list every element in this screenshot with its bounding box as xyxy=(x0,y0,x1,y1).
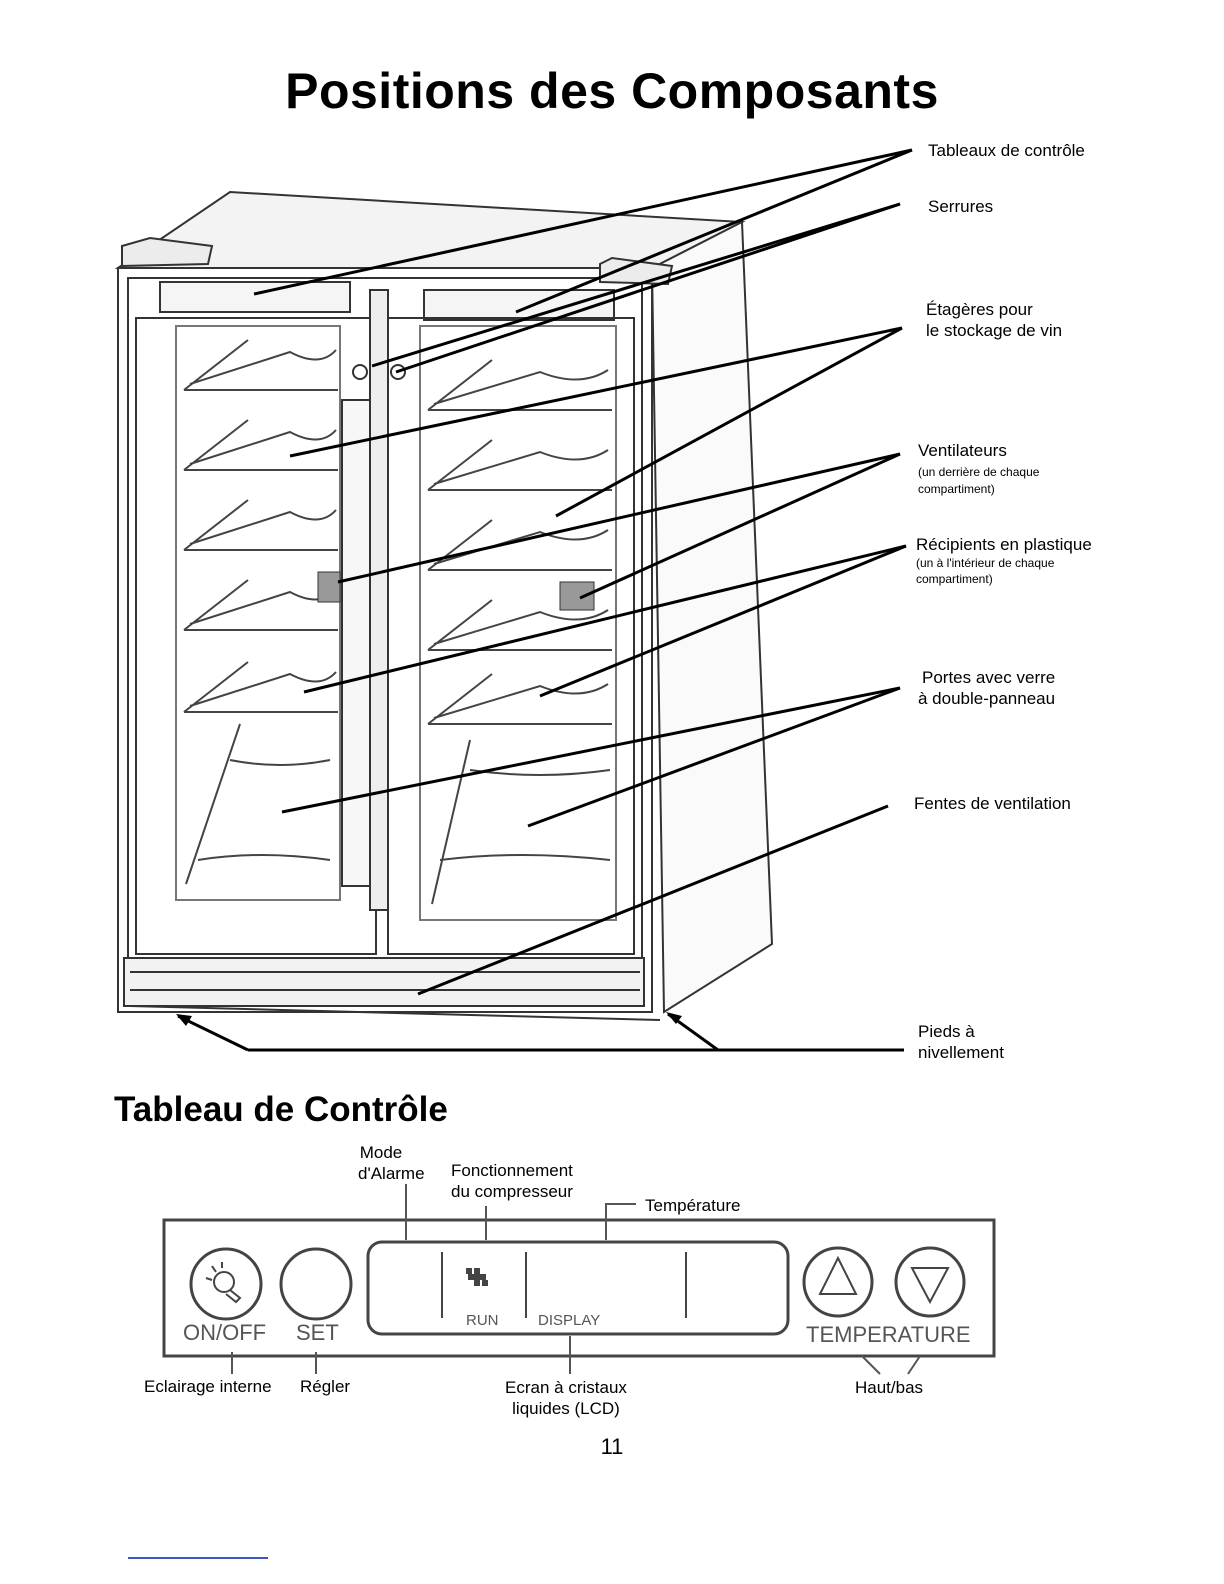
run-indicator: RUN xyxy=(466,1312,499,1329)
callout-alarm-1: Mode xyxy=(359,1143,403,1162)
callout-alarm-2: d'Alarme xyxy=(358,1164,425,1183)
callout-set: Régler xyxy=(300,1377,351,1396)
callout-shelves-1: Étagères pour xyxy=(926,300,1033,319)
onoff-button: ON/OFF xyxy=(183,1320,267,1345)
callout-doors-1: Portes avec verre xyxy=(922,668,1056,687)
callout-compressor-1: Fonctionnement xyxy=(451,1161,573,1180)
set-button: SET xyxy=(296,1320,339,1345)
page-title: Positions des Composants xyxy=(285,63,939,119)
callout-temperature: Température xyxy=(645,1196,741,1215)
callout-control-panels: Tableaux de contrôle xyxy=(928,141,1085,160)
callout-locks: Serrures xyxy=(928,197,994,216)
fan-icon xyxy=(466,1268,488,1286)
temperature-buttons-label: TEMPERATURE xyxy=(806,1322,971,1347)
display-indicator: DISPLAY xyxy=(538,1312,601,1329)
callout-containers-note-1: (un à l'intérieur de chaque xyxy=(916,556,1055,570)
callout-fans-note-1: (un derrière de chaque xyxy=(918,465,1040,479)
light-bulb-icon xyxy=(205,1262,242,1304)
section-title: Tableau de Contrôle xyxy=(114,1090,448,1129)
callout-compressor-2: du compresseur xyxy=(451,1182,573,1201)
page-number: 11 xyxy=(600,1434,624,1459)
callout-feet-2: nivellement xyxy=(918,1043,1004,1062)
callout-containers-note-2: compartiment) xyxy=(916,572,993,586)
callout-containers: Récipients en plastique xyxy=(916,535,1092,554)
callout-feet-1: Pieds à xyxy=(918,1022,975,1041)
callout-light: Eclairage interne xyxy=(144,1377,272,1396)
callout-updown: Haut/bas xyxy=(855,1378,924,1397)
callout-lcd-1: Ecran à cristaux xyxy=(505,1378,627,1397)
callout-doors-2: à double-panneau xyxy=(918,689,1056,708)
callout-vents: Fentes de ventilation xyxy=(914,794,1071,813)
callout-fans-note-2: compartiment) xyxy=(918,482,995,496)
callout-shelves-2: le stockage de vin xyxy=(926,321,1063,340)
callout-lcd-2: liquides (LCD) xyxy=(512,1399,620,1418)
callout-fans: Ventilateurs xyxy=(918,441,1007,460)
footer-rule xyxy=(128,1557,268,1559)
